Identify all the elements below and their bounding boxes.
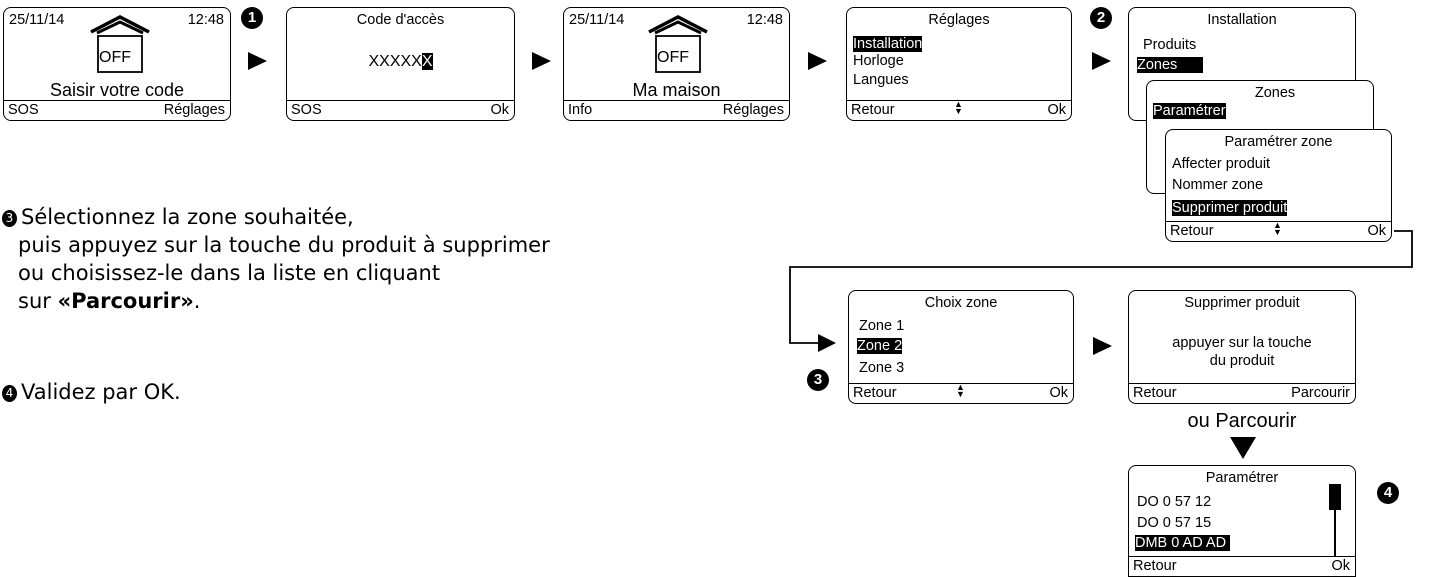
menu-item-nommer-zone[interactable]: Nommer zone (1172, 177, 1264, 193)
list-item[interactable]: DO 0 57 15 (1137, 515, 1212, 531)
screen-title: Paramétrer zone (1224, 134, 1333, 150)
date: 25/11/14 (9, 12, 65, 28)
softkey-right[interactable]: Ok (1367, 223, 1386, 239)
instruction-line-1: appuyer sur la touche (1172, 335, 1312, 351)
step-3-text: Sélectionnez la zone souhaitée, (21, 205, 354, 229)
menu-item-langues[interactable]: Langues (853, 72, 909, 88)
screen-title: Réglages (928, 12, 990, 28)
screen-title: Paramétrer (1205, 470, 1279, 486)
scrollbar-track[interactable] (1334, 510, 1336, 556)
menu-item-zone-3[interactable]: Zone 3 (859, 360, 905, 376)
screen-title: Code d'accès (356, 12, 445, 28)
screen-supprimer-produit: Supprimer produit appuyer sur la touche … (1128, 290, 1356, 404)
menu-item-supprimer-produit[interactable]: Supprimer produit (1172, 200, 1288, 216)
step-4-text: Validez par OK. (21, 380, 181, 404)
home-name: Ma maison (632, 80, 721, 100)
arrow-right-icon (248, 52, 267, 70)
step-3-line-2: puis appuyez sur la touche du produit à … (18, 233, 550, 257)
code-cursor: X (421, 53, 433, 70)
menu-item-horloge[interactable]: Horloge (853, 53, 904, 69)
step-badge-4: 4 (1377, 482, 1399, 504)
screen-footer: Retour Ok (1129, 556, 1355, 576)
softkey-left[interactable]: SOS (291, 102, 322, 118)
step-3-line-3: ou choisissez-le dans la liste en cliqua… (18, 261, 441, 285)
menu-item-affecter-produit[interactable]: Affecter produit (1172, 156, 1271, 172)
softkey-left[interactable]: Retour (1133, 385, 1177, 401)
softkey-right[interactable]: Ok (490, 102, 509, 118)
softkey-right[interactable]: Réglages (722, 102, 784, 118)
screen-footer: Retour ▲▼ Ok (847, 100, 1071, 120)
step-badge-1: 1 (241, 7, 263, 29)
arrow-down-icon (1230, 437, 1256, 459)
screen-choix-zone: Choix zone Zone 1 Zone 2 Zone 3 Retour ▲… (848, 290, 1074, 404)
softkey-right[interactable]: Réglages (163, 102, 225, 118)
softkey-right[interactable]: Ok (1331, 558, 1350, 574)
screen-title: Choix zone (924, 295, 998, 311)
scrollbar-thumb[interactable] (1329, 484, 1341, 510)
softkey-left[interactable]: Retour (1170, 223, 1214, 239)
screen-reglages: Réglages Installation Horloge Langues Re… (846, 7, 1072, 121)
screen-footer: SOS Ok (287, 100, 514, 120)
screen-parametrer-zone: Paramétrer zone Affecter produit Nommer … (1165, 129, 1392, 242)
softkey-parcourir[interactable]: Parcourir (1291, 385, 1350, 401)
menu-item-zones[interactable]: Zones (1137, 57, 1204, 73)
screen-footer: Retour Parcourir (1129, 383, 1355, 403)
arrow-right-icon (1093, 337, 1112, 355)
status-off: OFF (657, 49, 689, 66)
softkey-left[interactable]: SOS (8, 102, 39, 118)
screen-footer: Info Réglages (564, 100, 789, 120)
menu-item-zone-2[interactable]: Zone 2 (857, 338, 903, 354)
instruction-line-2: du produit (1209, 353, 1275, 369)
prompt: Saisir votre code (49, 80, 185, 100)
screen-home-2: 25/11/14 12:48 OFF Ma maison Info Réglag… (563, 7, 790, 121)
softkey-left[interactable]: Retour (1133, 558, 1177, 574)
step-number-4: 4 (2, 385, 17, 402)
screen-footer: SOS Réglages (4, 100, 230, 120)
softkey-right[interactable]: Ok (1047, 102, 1066, 118)
arrow-right-icon (532, 52, 551, 70)
flow-connector (789, 230, 1413, 352)
step-3-line-4: sur «Parcourir». (2, 287, 550, 315)
arrow-right-icon (1092, 52, 1111, 70)
step-3-prefix: sur (18, 289, 58, 313)
screen-title: Zones (1254, 85, 1296, 101)
screen-parametrer: Paramétrer DO 0 57 12 DO 0 57 15 DMB 0 A… (1128, 465, 1356, 577)
softkey-left[interactable]: Retour (851, 102, 895, 118)
menu-item-produits[interactable]: Produits (1143, 37, 1197, 53)
softkey-left[interactable]: Retour (853, 385, 897, 401)
screen-footer: Retour ▲▼ Ok (1166, 221, 1391, 241)
step-badge-2: 2 (1090, 7, 1112, 29)
arrow-right-icon (808, 52, 827, 70)
status-off: OFF (99, 49, 131, 66)
code-value: XXXXX (368, 53, 422, 70)
menu-item-installation[interactable]: Installation (853, 36, 923, 52)
softkey-right[interactable]: Ok (1049, 385, 1068, 401)
softkey-left[interactable]: Info (568, 102, 593, 118)
list-item-selected[interactable]: DMB 0 AD AD (1135, 535, 1231, 551)
menu-item-parametrer[interactable]: Paramétrer (1153, 103, 1226, 119)
step-badge-3: 3 (807, 369, 829, 391)
screen-title: Supprimer produit (1184, 295, 1300, 311)
screen-footer: Retour ▲▼ Ok (849, 383, 1073, 403)
house-off-icon (648, 15, 708, 73)
step-3-bold: «Parcourir» (57, 289, 194, 313)
time: 12:48 (746, 12, 783, 28)
screen-code: Code d'accès XXXXXX SOS Ok (286, 7, 515, 121)
date: 25/11/14 (569, 12, 625, 28)
time: 12:48 (187, 12, 224, 28)
house-off-icon (90, 15, 150, 73)
or-browse-label: ou Parcourir (1187, 410, 1297, 432)
list-item[interactable]: DO 0 57 12 (1137, 494, 1212, 510)
step-3-suffix: . (193, 289, 201, 313)
screen-title: Installation (1207, 12, 1277, 28)
step-number-3: 3 (2, 210, 17, 227)
menu-item-zone-1[interactable]: Zone 1 (859, 318, 905, 334)
screen-home-1: 25/11/14 12:48 OFF Saisir votre code SOS… (3, 7, 231, 121)
code-field[interactable]: XXXXXX (287, 53, 514, 71)
